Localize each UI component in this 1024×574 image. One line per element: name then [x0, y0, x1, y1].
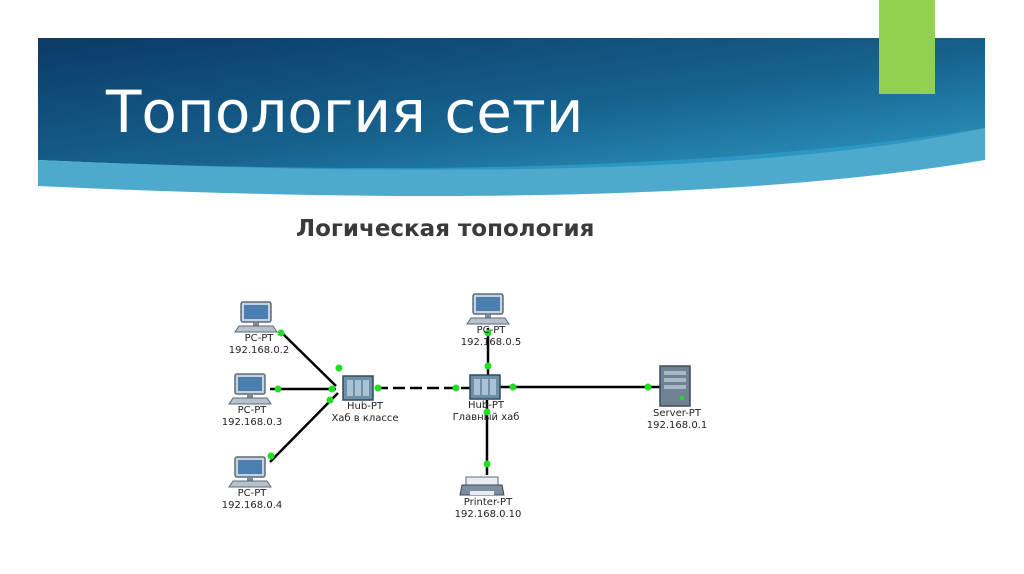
hub-main-type: Hub-PT — [468, 400, 504, 411]
link-light — [484, 362, 492, 370]
link-light — [483, 460, 491, 468]
hub-main-name: Главный хаб — [452, 412, 520, 423]
link-light — [267, 452, 275, 460]
pc2-type: PC-PT — [244, 333, 274, 344]
link-light — [483, 408, 491, 416]
slide-title: Топология сети — [106, 78, 584, 146]
pc-icon — [228, 456, 272, 488]
banner-shape — [38, 38, 985, 170]
link-pc2-hub-class — [281, 332, 337, 387]
link-pc4-hub-class — [269, 392, 339, 463]
link-light — [644, 383, 652, 391]
server-ip: 192.168.0.1 — [646, 420, 708, 431]
pc4-type: PC-PT — [237, 488, 267, 499]
slide-subtitle: Логическая топология — [296, 216, 595, 242]
printer-ip: 192.168.0.10 — [454, 509, 522, 520]
link-light — [484, 329, 492, 337]
link-light — [274, 385, 282, 393]
server-type: Server-PT — [653, 408, 701, 419]
pc4-ip: 192.168.0.4 — [221, 500, 283, 511]
link-light — [452, 384, 460, 392]
hub-class-label: Hub-PT Хаб в классе — [331, 401, 398, 425]
pc5-ip: 192.168.0.5 — [460, 337, 522, 348]
pc4-label: PC-PT 192.168.0.4 — [222, 488, 282, 512]
pc-icon — [466, 293, 510, 325]
link-light — [374, 384, 382, 392]
printer-icon — [459, 476, 505, 496]
pc3-type: PC-PT — [237, 405, 267, 416]
hub-icon — [342, 375, 374, 401]
accent-green-block — [879, 0, 935, 94]
hub-icon — [469, 374, 501, 400]
hub-main-label: Hub-PT Главный хаб — [453, 400, 520, 424]
server-icon — [659, 365, 691, 407]
printer-type: Printer-PT — [463, 497, 513, 508]
link-light — [326, 396, 334, 404]
pc-icon — [234, 301, 278, 333]
pc5-label: PC-PT 192.168.0.5 — [461, 325, 521, 349]
link-lights — [267, 329, 652, 468]
printer-label: Printer-PT 192.168.0.10 — [455, 497, 522, 521]
link-light — [328, 385, 336, 393]
server-label: Server-PT 192.168.0.1 — [647, 408, 707, 432]
pc2-label: PC-PT 192.168.0.2 — [229, 333, 289, 357]
pc3-label: PC-PT 192.168.0.3 — [222, 405, 282, 429]
link-light — [277, 329, 285, 337]
link-light — [509, 383, 517, 391]
hub-class-name: Хаб в классе — [331, 413, 399, 424]
pc2-ip: 192.168.0.2 — [228, 345, 290, 356]
pc3-ip: 192.168.0.3 — [221, 417, 283, 428]
pc-icon — [228, 373, 272, 405]
hub-class-type: Hub-PT — [347, 401, 383, 412]
pc5-type: PC-PT — [476, 325, 506, 336]
banner-highlight — [38, 128, 985, 197]
link-light — [335, 364, 343, 372]
